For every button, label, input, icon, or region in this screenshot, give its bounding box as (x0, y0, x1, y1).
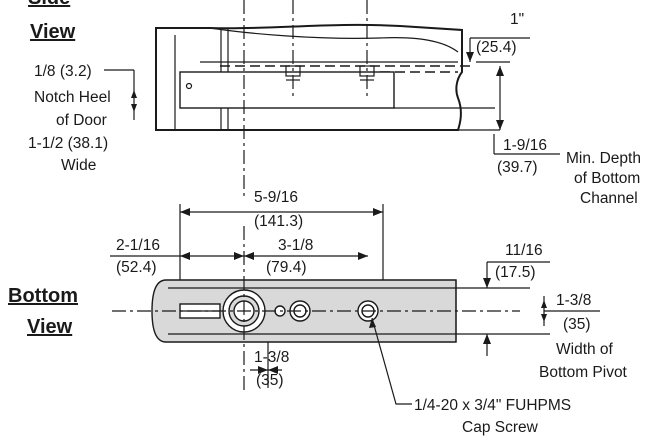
dim-small-value: 1-3/8 (254, 349, 289, 366)
side-view-heading-1: Side (28, 0, 70, 9)
door-outline (155, 23, 463, 131)
arrow-overall-right (373, 208, 383, 216)
arrow-notch-down (131, 104, 137, 112)
arrow-width-down (541, 314, 547, 322)
notch-label-3: of Door (56, 112, 107, 129)
arrow-offset (483, 278, 491, 288)
arrow-1in (466, 52, 474, 62)
dim-min-depth-value: 1-9/16 (503, 137, 547, 154)
pivot-body (179, 71, 395, 109)
min-depth-label-2: of Bottom (574, 170, 640, 187)
min-depth-label-3: Channel (580, 190, 638, 207)
bottom-view-heading-2: View (27, 316, 73, 338)
pivot-hole (185, 82, 193, 90)
arrow-small-l (258, 366, 268, 374)
dim-offset-metric: (17.5) (495, 264, 536, 281)
dim-overall-metric: (141.3) (254, 213, 303, 230)
bottom-view-heading-1: Bottom (8, 285, 78, 307)
dim-small-metric: (35) (256, 372, 284, 389)
dim-overall-value: 5-9/16 (254, 189, 298, 206)
dim-offset-value: 11/16 (505, 242, 543, 259)
arrow-screw (369, 318, 376, 328)
side-view: Side View 1" (25.4) 1-9 (28, 0, 641, 207)
dim-left-value: 2-1/16 (116, 237, 160, 254)
width-label-2: Bottom Pivot (539, 364, 628, 381)
arrow-left-l (180, 252, 190, 260)
notch-label-2: Notch Heel (34, 89, 111, 106)
dim-left-metric: (52.4) (116, 259, 157, 276)
dim-width-value: 1-3/8 (556, 292, 591, 309)
arrow-center-r (358, 252, 368, 260)
min-depth-label-1: Min. Depth (566, 150, 641, 167)
screw-label-1: 1/4-20 x 3/4" FUHPMS (414, 397, 571, 414)
dim-min-depth-metric: (39.7) (497, 159, 538, 176)
arrow-overall-left (180, 208, 190, 216)
arrow-offset-lower (483, 334, 491, 344)
notch-label-4: 1-1/2 (38.1) (28, 135, 108, 152)
screw-label-2: Cap Screw (462, 419, 539, 436)
arrow-center-l (244, 252, 254, 260)
dim-center-metric: (79.4) (266, 259, 307, 276)
dim-center-value: 3-1/8 (278, 237, 313, 254)
arrow-notch-up (131, 90, 137, 98)
bottom-view: Bottom View 5-9/16 (141.3) 2-1/16 (52.4)… (8, 189, 628, 436)
arrow-width-up (541, 300, 547, 308)
dim-1in-metric: (25.4) (476, 39, 517, 56)
width-label-1: Width of (556, 341, 614, 358)
arrow-left-r (234, 252, 244, 260)
door-break-line (209, 27, 459, 53)
arrow-small-r (268, 366, 278, 374)
side-view-heading-2: View (30, 21, 76, 43)
arrow-depth-top (496, 66, 504, 76)
notch-label-1: 1/8 (3.2) (34, 63, 92, 80)
screw-leader (371, 317, 412, 405)
arrow-depth-bottom (496, 120, 504, 130)
notch-label-5: Wide (61, 157, 96, 174)
dim-1in-value: 1" (510, 11, 524, 28)
dim-width-metric: (35) (563, 316, 591, 333)
